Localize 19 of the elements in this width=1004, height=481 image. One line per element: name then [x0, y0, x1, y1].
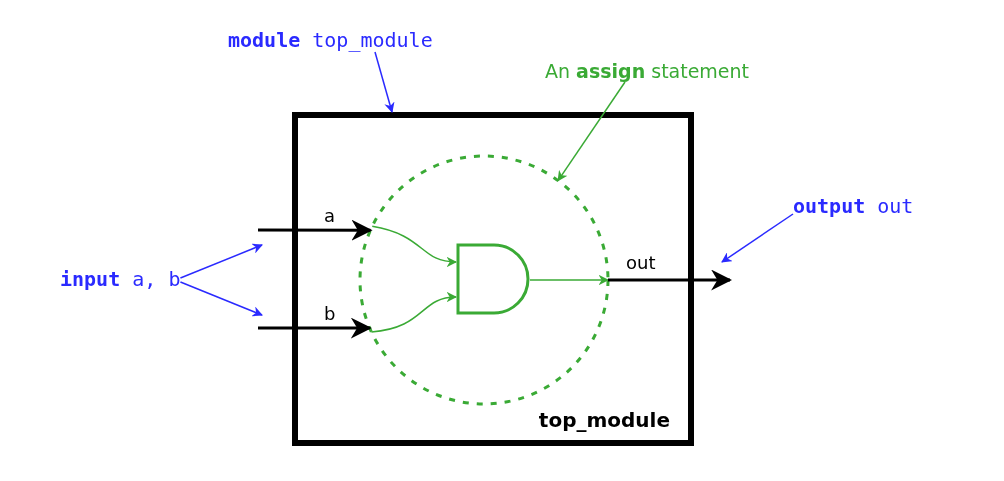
output-declaration: output out — [793, 194, 914, 218]
signal-arrow — [258, 317, 372, 339]
wire-arrow — [529, 274, 610, 286]
module-name: top_module — [538, 408, 670, 432]
dashed-circle — [358, 154, 610, 406]
wire-arrow — [370, 292, 458, 333]
and-gate-symbol — [456, 243, 530, 315]
signal-arrow — [258, 219, 373, 241]
module-declaration: module top_module — [228, 28, 433, 52]
leader-arrow — [721, 213, 794, 263]
wire-arrow — [371, 225, 458, 267]
leader-arrow — [179, 243, 263, 279]
module-box — [292, 112, 694, 446]
input-declaration: input a, b — [60, 267, 181, 291]
leader-arrow — [179, 281, 263, 317]
signal-arrow — [608, 269, 733, 291]
annotation-label: An assign statement — [545, 60, 750, 82]
leader-arrow — [557, 81, 626, 182]
leader-arrow — [374, 51, 395, 113]
